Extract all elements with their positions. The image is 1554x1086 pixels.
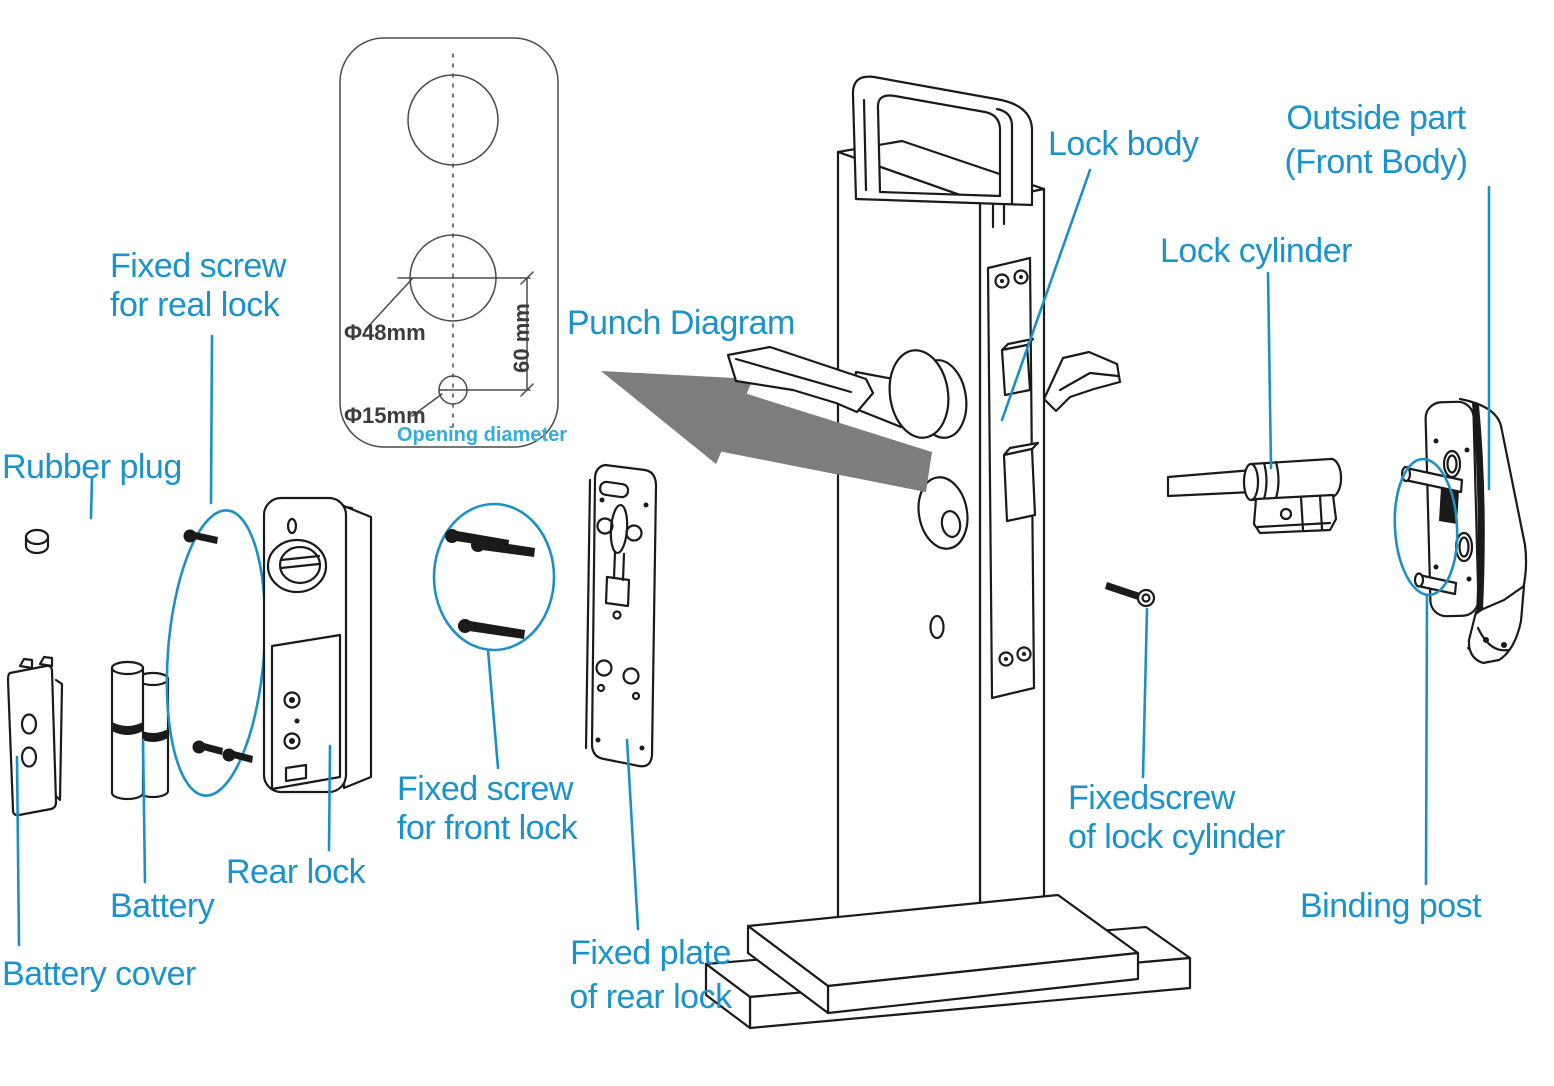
screw-long-2: [471, 538, 535, 557]
punch-diagram-arrow: [601, 371, 932, 492]
front-body-edge-band: [1472, 403, 1485, 615]
lock-body-label: Lock body: [1048, 125, 1199, 163]
outside-part-front-body: [1393, 397, 1528, 665]
cover-hole-bottom: [20, 746, 38, 768]
rubber-plug-label: Rubber plug: [2, 448, 182, 486]
fixed-screw-front-lock-label: Fixed screw for front lock: [397, 770, 578, 847]
fixed-screws-front-lock: [432, 502, 556, 652]
front-lever-handle: [726, 345, 968, 439]
body-slot: [1439, 487, 1459, 524]
leader-rear-lock: [327, 744, 332, 852]
front-body-handle-end: [1467, 584, 1526, 665]
spacing-60mm-dimension: 60 mm: [509, 303, 534, 373]
door-front-face: [836, 150, 982, 964]
dim-ticks: [520, 271, 534, 397]
leader-phi48: [364, 278, 413, 331]
plate-hole-4: [622, 667, 640, 685]
plate-square-hole: [604, 575, 631, 608]
real-lock-screws-circle: [165, 509, 267, 797]
binding-post-label: Binding post: [1300, 887, 1482, 925]
leader-battery-cover: [15, 755, 21, 947]
deadbolt: [1002, 447, 1037, 523]
screw-small-bottom-left: [192, 740, 223, 755]
top-carry-handle: [851, 75, 1034, 207]
plate-top-slot: [598, 480, 630, 499]
lock-cylinder-label: Lock cylinder: [1160, 232, 1352, 270]
battery-label: Battery: [110, 887, 215, 925]
lock-cylinder-part: [1166, 457, 1343, 535]
fixed-screw-real-lock-label: Fixed screw for real lock: [110, 247, 286, 324]
battery-cover-part: [6, 655, 64, 817]
indicator-window: [286, 517, 298, 535]
fixed-plate-body: [590, 463, 658, 768]
leader-lock-body: [1000, 168, 1092, 422]
cylinder-rings: [1262, 460, 1280, 501]
plate-hole-1: [596, 517, 614, 535]
screw-small-bottom-right: [222, 748, 253, 763]
fixed-screws-real-lock: [165, 509, 267, 797]
front-lock-screws-circle: [432, 502, 556, 652]
leader-fixed-screw-front-lock: [486, 648, 500, 770]
outside-part-label: Outside part (Front Body): [1284, 99, 1468, 181]
rear-side-lever: [1042, 350, 1122, 413]
door-and-lock-body: [836, 75, 1046, 964]
binding-post-circle: [1393, 457, 1459, 597]
phi48-dimension: Φ48mm: [344, 320, 426, 345]
battery-part: [110, 660, 170, 801]
leader-battery: [141, 738, 147, 884]
leader-binding-post: [1424, 594, 1429, 886]
cylinder-hole-inner: [940, 510, 962, 538]
punch-card-outline: [339, 37, 559, 448]
plate-keyhole-oval: [609, 503, 629, 555]
plate-hole-3: [595, 659, 613, 677]
fixedscrew-lock-cylinder-label: Fixedscrew of lock cylinder: [1068, 779, 1285, 856]
leader-rubber-plug: [89, 476, 94, 520]
screw-small-top: [183, 529, 218, 544]
opening-diameter-caption: Opening diameter: [397, 424, 568, 446]
binding-post-bottom: [1413, 572, 1458, 596]
leader-lines: [15, 168, 1491, 947]
battery-compartment: [270, 633, 342, 791]
leader-fixed-screw-real-lock: [209, 334, 214, 505]
screw-long-3: [458, 619, 525, 639]
rear-lock-label: Rear lock: [226, 853, 366, 891]
rubber-plug-part: [24, 528, 50, 555]
cylinder-hole: [917, 476, 969, 550]
rose-front: [888, 349, 950, 439]
spindle-hole: [929, 614, 945, 640]
punch-diagram-card: [339, 37, 559, 448]
cover-hole-top: [20, 713, 38, 735]
top-handle-detail: [862, 98, 1014, 205]
leader-lock-cylinder: [1266, 271, 1273, 470]
screw-shaft: [1105, 582, 1140, 600]
fixedscrew-cylinder-part: [1105, 582, 1156, 608]
rear-lock-side: [342, 504, 373, 790]
fixed-plate-rear-lock-label: Fixed plate of rear lock: [569, 934, 732, 1016]
battery-cover-label: Battery cover: [2, 955, 196, 993]
battery-cover-depth: [54, 678, 64, 802]
leader-fixed-plate: [625, 738, 640, 931]
fixed-plate-part: [584, 463, 658, 768]
phi15-dimension: Φ15mm: [344, 403, 426, 428]
punch-hole-top: [407, 74, 499, 166]
base-pedestal: [704, 893, 1192, 1030]
screw-head: [1136, 588, 1156, 608]
plate-keyhole-stem: [612, 550, 626, 582]
lever-grip: [726, 345, 875, 414]
leader-phi15: [411, 393, 443, 417]
punch-diagram-label: Punch Diagram: [567, 304, 795, 342]
rear-lock-part: [262, 496, 373, 794]
leader-fixedscrew-cylinder: [1141, 607, 1149, 779]
cylinder-tail-bar: [1166, 468, 1255, 498]
